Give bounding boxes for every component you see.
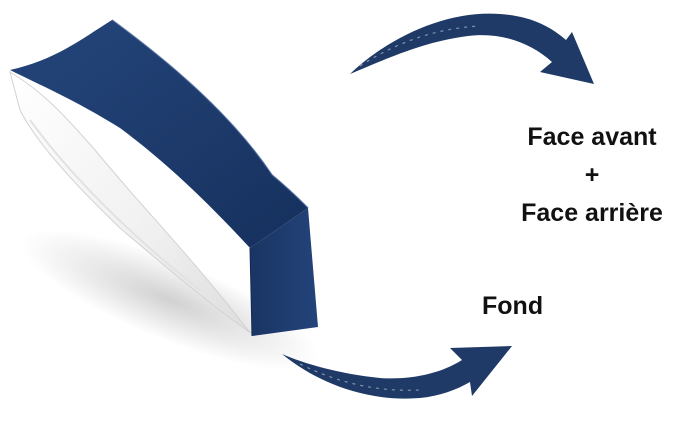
- front-back-label: Face avant + Face arrière: [506, 118, 678, 232]
- curved-arrow-icon: [350, 14, 594, 84]
- back-label: Face arrière: [506, 194, 678, 232]
- coffee-bag-icon: [7, 20, 334, 397]
- plus-sign: +: [506, 156, 678, 194]
- front-label: Face avant: [506, 118, 678, 156]
- bottom-label: Fond: [482, 294, 543, 319]
